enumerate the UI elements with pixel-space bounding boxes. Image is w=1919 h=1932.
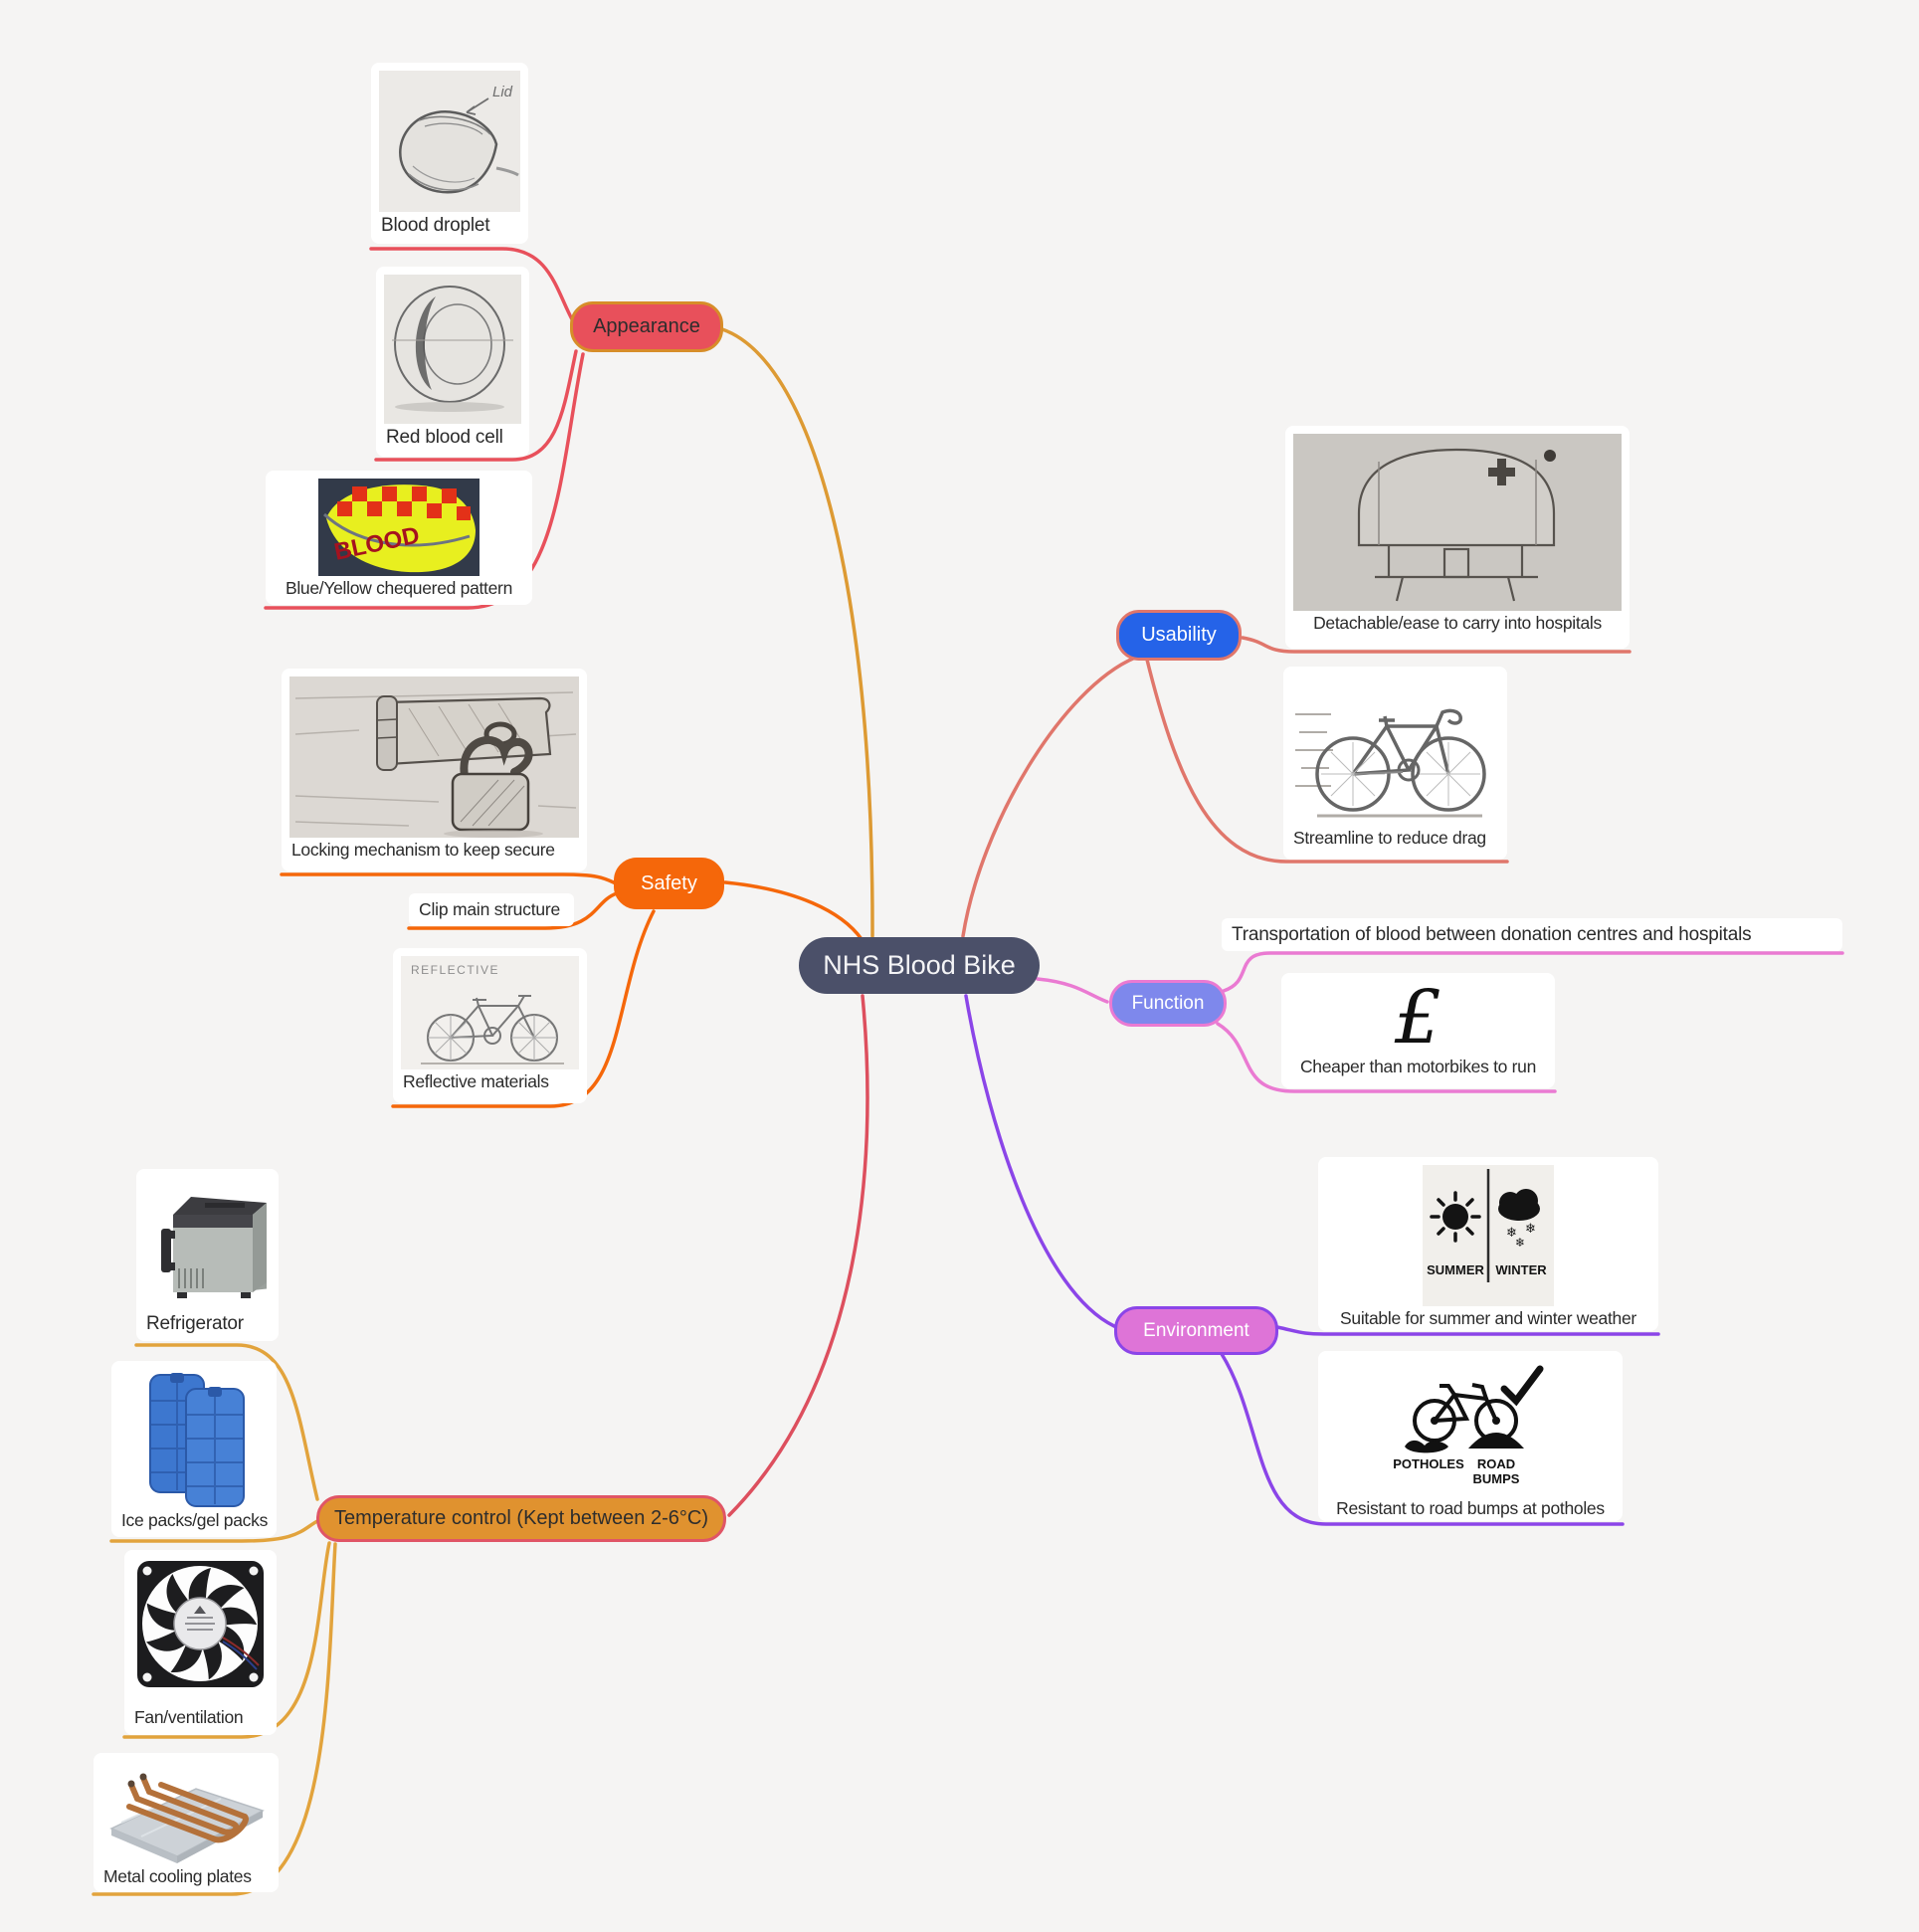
card-label: Clip main structure xyxy=(419,899,561,919)
portable-refrigerator-photo xyxy=(144,1177,271,1310)
chequered-fairing-photo: BLOOD xyxy=(318,479,480,576)
link-appearance-root xyxy=(720,327,874,938)
svg-text:❄: ❄ xyxy=(1506,1225,1517,1240)
topic-environment[interactable]: Environment xyxy=(1114,1306,1278,1355)
card-label: Red blood cell xyxy=(386,427,503,448)
lid-annotation-text: Lid xyxy=(492,84,513,100)
cross-symbol xyxy=(1488,459,1515,485)
card-reflective-materials[interactable]: REFLECTIVE Reflective materials xyxy=(393,948,587,1103)
card-transportation[interactable]: Transportation of blood between donation… xyxy=(1222,918,1842,951)
card-label: Suitable for summer and winter weather xyxy=(1340,1308,1636,1328)
card-ice-packs[interactable]: Ice packs/gel packs xyxy=(111,1361,277,1537)
card-cheaper[interactable]: £ Cheaper than motorbikes to run xyxy=(1281,973,1555,1088)
potholes-label: POTHOLES xyxy=(1393,1456,1464,1471)
link-locking-mechanism xyxy=(280,872,618,885)
card-label: Streamline to reduce drag xyxy=(1293,828,1486,848)
lid-arrow xyxy=(466,97,489,115)
link-safety-root xyxy=(723,880,864,941)
card-red-blood-cell[interactable]: Red blood cell xyxy=(376,267,529,457)
card-blood-droplet[interactable]: Lid Blood droplet xyxy=(371,63,528,244)
card-label: Fan/ventilation xyxy=(134,1707,244,1727)
card-streamline[interactable]: Streamline to reduce drag xyxy=(1283,667,1507,860)
card-summer-winter[interactable]: ❄ ❄ ❄ SUMMER WINTER Suitable for summer … xyxy=(1318,1157,1658,1331)
topic-function-label: Function xyxy=(1131,992,1205,1014)
card-label: Resistant to road bumps at potholes xyxy=(1336,1498,1605,1518)
summer-winter-icons: ❄ ❄ ❄ SUMMER WINTER xyxy=(1423,1165,1554,1306)
cooling-fan-photo xyxy=(132,1558,269,1705)
pound-sterling-symbol: £ xyxy=(1394,975,1442,1061)
card-clip-main-structure[interactable]: Clip main structure xyxy=(409,893,574,926)
link-environment-root xyxy=(964,994,1116,1328)
card-label: Detachable/ease to carry into hospitals xyxy=(1313,613,1602,633)
bumps-label: BUMPS xyxy=(1473,1471,1520,1486)
card-label: Transportation of blood between donation… xyxy=(1232,923,1752,945)
topic-temperature-control[interactable]: Temperature control (Kept between 2-6°C) xyxy=(316,1495,726,1542)
topic-environment-label: Environment xyxy=(1143,1319,1249,1341)
winter-label: WINTER xyxy=(1495,1262,1547,1277)
card-fan-ventilation[interactable]: Fan/ventilation xyxy=(124,1550,277,1735)
topic-safety[interactable]: Safety xyxy=(614,858,724,909)
svg-text:❄: ❄ xyxy=(1525,1221,1536,1236)
card-metal-cooling-plates[interactable]: Metal cooling plates xyxy=(94,1753,279,1892)
reflective-text: REFLECTIVE xyxy=(411,963,499,977)
root-node[interactable]: NHS Blood Bike xyxy=(799,937,1040,994)
card-refrigerator[interactable]: Refrigerator xyxy=(136,1169,279,1341)
card-chequered-pattern[interactable]: BLOOD Blue/Yellow chequered pattern xyxy=(266,471,532,605)
card-label: Cheaper than motorbikes to run xyxy=(1299,1057,1537,1076)
summer-label: SUMMER xyxy=(1427,1262,1484,1277)
link-function-root xyxy=(1036,977,1109,1004)
link-usability-root xyxy=(961,656,1137,938)
card-label: Ice packs/gel packs xyxy=(121,1510,269,1530)
card-detachable[interactable]: Detachable/ease to carry into hospitals xyxy=(1285,426,1630,649)
root-node-label: NHS Blood Bike xyxy=(823,950,1016,980)
red-blood-cell-sketch xyxy=(384,275,521,424)
topic-usability-label: Usability xyxy=(1141,624,1217,646)
card-label: Blue/Yellow chequered pattern xyxy=(285,578,513,598)
topic-usability[interactable]: Usability xyxy=(1116,610,1242,661)
padlock-hasp-sketch xyxy=(289,676,579,838)
card-label: Metal cooling plates xyxy=(103,1866,252,1886)
sun-icon xyxy=(1430,1191,1481,1243)
card-label: Locking mechanism to keep secure xyxy=(291,840,555,860)
blood-droplet-sketch: Lid xyxy=(379,71,520,212)
potholes-roadbumps-icons: POTHOLES ROAD BUMPS xyxy=(1391,1359,1550,1496)
card-locking-mechanism[interactable]: Locking mechanism to keep secure xyxy=(282,669,587,871)
detachable-box-sketch xyxy=(1293,434,1622,611)
card-label: Reflective materials xyxy=(403,1071,549,1091)
card-label: Refrigerator xyxy=(146,1313,244,1334)
snow-cloud-icon: ❄ ❄ ❄ xyxy=(1498,1189,1540,1250)
ice-packs-photo xyxy=(120,1369,268,1508)
cooling-plate-photo xyxy=(101,1761,271,1864)
topic-temperature-label: Temperature control (Kept between 2-6°C) xyxy=(334,1507,708,1529)
streamlined-bicycle-sketch xyxy=(1291,675,1499,826)
link-temperature-root xyxy=(727,994,869,1517)
svg-text:❄: ❄ xyxy=(1515,1236,1525,1250)
topic-appearance-label: Appearance xyxy=(593,315,700,337)
card-label: Blood droplet xyxy=(381,215,490,236)
topic-appearance[interactable]: Appearance xyxy=(570,301,723,352)
road-label: ROAD xyxy=(1477,1456,1515,1471)
reflective-bicycle-sketch: REFLECTIVE xyxy=(401,956,579,1069)
card-potholes[interactable]: POTHOLES ROAD BUMPS Resistant to road bu… xyxy=(1318,1351,1623,1521)
topic-function[interactable]: Function xyxy=(1109,980,1227,1027)
topic-safety-label: Safety xyxy=(641,871,697,894)
